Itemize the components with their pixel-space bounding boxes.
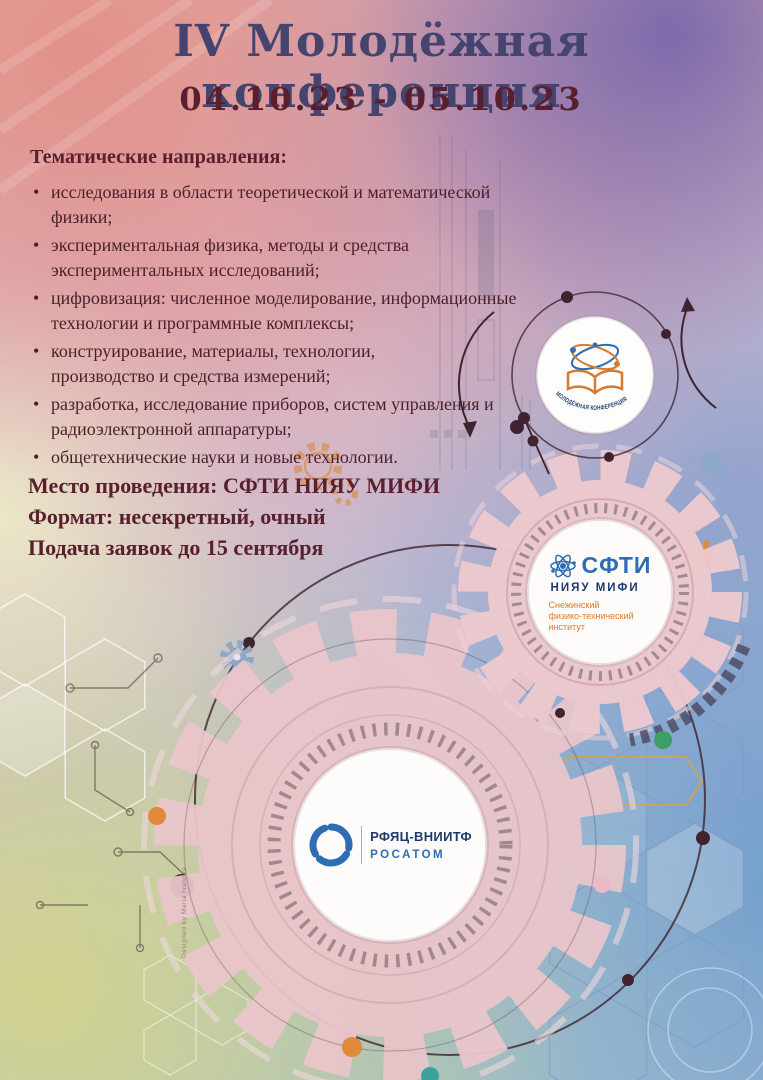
sfti-name: СФТИ [581, 552, 652, 578]
youth-logo-label: МОЛОДЁЖНАЯ КОНФЕРЕНЦИЯ [554, 391, 628, 412]
hexagon-pattern-left [0, 593, 146, 822]
sfti-subtitle-line: Снежинский [548, 599, 600, 610]
topic-item: цифровизация: численное моделирование, и… [30, 286, 542, 336]
sfti-logo: СФТИ НИЯУ МИФИ Снежинский физико-техниче… [528, 520, 672, 664]
mid-gear-icon [451, 443, 751, 747]
topic-item: разработка, исследование приборов, систе… [30, 392, 497, 442]
conference-dates: 04.10.23 - 05.10.23 [179, 80, 584, 118]
rosatom-brand: РОСАТОМ [370, 849, 446, 861]
topics-heading: Тематические направления: [30, 146, 288, 168]
sfti-subtitle: Снежинский физико-технический институт [549, 600, 652, 633]
page-title: IV Молодёжная конференция [173, 16, 590, 118]
faint-circles [647, 967, 763, 1080]
vniitf-name: РФЯЦ-ВНИИТФ [370, 829, 472, 844]
venue-line: Место проведения: СФТИ НИЯУ МИФИ [28, 473, 441, 498]
big-gear-icon [141, 596, 639, 1080]
topic-item: исследования в области теоретической и м… [30, 180, 542, 230]
topic-item: экспериментальная физика, методы и средс… [30, 233, 542, 283]
youth-conference-logo: МОЛОДЁЖНАЯ КОНФЕРЕНЦИЯ [537, 317, 653, 433]
book-atom-icon: МОЛОДЁЖНАЯ КОНФЕРЕНЦИЯ [554, 342, 629, 412]
topic-item: конструирование, материалы, технологии, … [30, 339, 469, 389]
logo-divider [361, 826, 363, 864]
svg-text:МОЛОДЁЖНАЯ КОНФЕРЕНЦИЯ: МОЛОДЁЖНАЯ КОНФЕРЕНЦИЯ [554, 391, 629, 412]
format-line: Формат: несекретный, очный [28, 504, 326, 529]
designer-credit: Designed by Maria Ivanova [181, 866, 188, 958]
accent-dots [148, 451, 726, 1080]
venue-block: Место проведения: СФТИ НИЯУ МИФИ Формат:… [28, 470, 508, 563]
topics-list: исследования в области теоретической и м… [30, 180, 542, 473]
hatch-lines [0, 0, 273, 195]
vniitf-logo: РФЯЦ-ВНИИТФ РОСАТОМ [294, 749, 486, 941]
orbit-circle-youth [457, 291, 717, 475]
circuit-traces [35, 653, 191, 953]
sfti-subtitle-line: институт [548, 621, 586, 632]
sfti-subtitle-line: физико-технический [548, 610, 634, 621]
sfti-university: НИЯУ МИФИ [550, 581, 640, 594]
topic-item: общетехнические науки и новые технологии… [30, 445, 542, 470]
atom-icon [549, 554, 576, 577]
deadline-line: Подача заявок до 15 сентября [28, 535, 324, 560]
rosatom-swirl-icon [309, 823, 353, 867]
